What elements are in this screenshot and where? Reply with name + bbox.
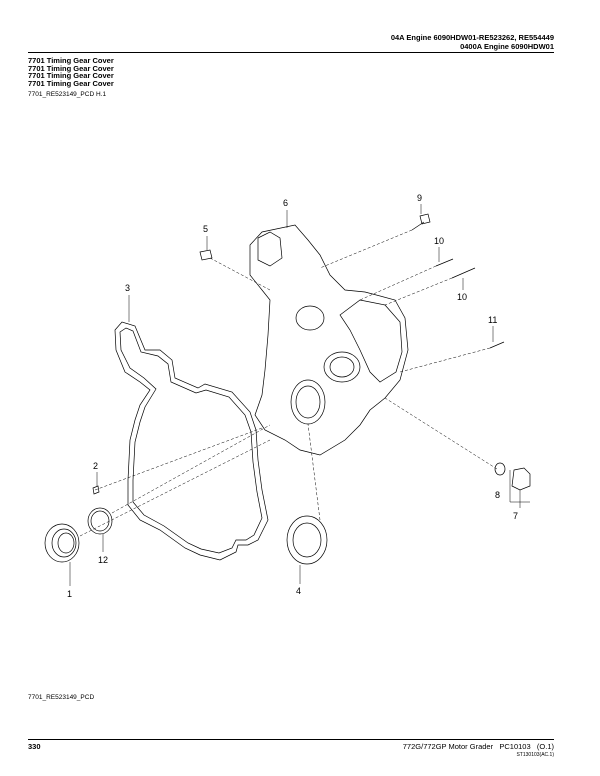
o-ring-inner <box>90 510 110 532</box>
assembly-line <box>111 424 271 514</box>
header-engine-line: 04A Engine 6090HDW01-RE523262, RE554449 <box>390 33 554 42</box>
callout-3: 3 <box>125 283 130 293</box>
footer-catalog: PC10103 <box>499 742 531 751</box>
cover-top-block <box>257 231 283 267</box>
assembly-line <box>79 439 271 537</box>
footer-code: ST130103(AC.1) <box>516 752 554 758</box>
illustration-reference: 7701_RE523149_PCD H.1 <box>28 91 107 98</box>
callout-12: 12 <box>98 555 108 565</box>
assembly-line <box>94 427 263 491</box>
cover-seal-bore-inner <box>295 385 321 419</box>
bolt-9 <box>411 213 431 231</box>
o-ring <box>87 507 113 535</box>
assembly-line <box>209 257 271 291</box>
assembly-line <box>319 229 413 269</box>
callout-7: 7 <box>513 511 518 521</box>
callout-11: 11 <box>488 315 497 325</box>
header-divider <box>28 52 554 53</box>
cover-gear-housing <box>339 299 403 383</box>
washer <box>494 462 506 476</box>
footer-divider <box>28 739 554 740</box>
callout-1: 1 <box>67 589 72 599</box>
callout-5: 5 <box>203 224 208 234</box>
footer-catalog-info: 772G/772GP Motor Grader PC10103 (O.1) <box>403 742 554 751</box>
header-group-line: 0400A Engine 6090HDW01 <box>460 42 554 51</box>
callout-9: 9 <box>417 193 422 203</box>
footer-revision: (O.1) <box>536 742 554 751</box>
section-title: 7701 Timing Gear Cover <box>28 71 114 81</box>
dowel-5 <box>199 249 213 261</box>
section-title: 7701 Timing Gear Cover <box>28 78 114 88</box>
callout-10-upper: 10 <box>434 236 444 246</box>
bolt-11 <box>489 341 505 349</box>
plug <box>511 467 531 491</box>
cover-boss <box>295 305 325 331</box>
callout-2: 2 <box>93 461 98 471</box>
callout-4: 4 <box>296 586 301 596</box>
callout-8: 8 <box>495 490 500 500</box>
gasket-inner-outline <box>119 327 263 554</box>
callout-10-lower: 10 <box>457 292 467 302</box>
rear-seal-inner <box>292 522 322 558</box>
timing-gear-cover <box>249 224 409 456</box>
assembly-line <box>359 265 437 301</box>
footer-machine: 772G/772GP Motor Grader <box>402 742 494 751</box>
cover-upper-bore <box>323 351 361 383</box>
callout-6: 6 <box>283 198 288 208</box>
assembly-line <box>384 397 498 470</box>
front-seal-inner <box>51 528 77 558</box>
footer-illustration-reference: 7701_RE523149_PCD <box>28 694 95 701</box>
leader-line <box>509 470 530 503</box>
assembly-line <box>399 347 491 373</box>
front-seal-lip <box>57 532 75 554</box>
pin-2 <box>92 485 100 495</box>
section-title: 7701 Timing Gear Cover <box>28 56 114 65</box>
page-number: 330 <box>28 742 41 751</box>
section-titles: 7701 Timing Gear Cover 7701 Timing Gear … <box>28 57 114 87</box>
cover-upper-bore-inner <box>329 356 355 378</box>
section-title: 7701 Timing Gear Cover <box>28 63 114 73</box>
front-seal <box>44 523 80 563</box>
gasket-outline <box>114 321 269 561</box>
bolt-10-upper <box>435 258 454 267</box>
bolt-10-lower <box>451 267 476 279</box>
assembly-line <box>384 277 453 306</box>
rear-seal <box>286 515 328 565</box>
assembly-line <box>307 423 321 521</box>
